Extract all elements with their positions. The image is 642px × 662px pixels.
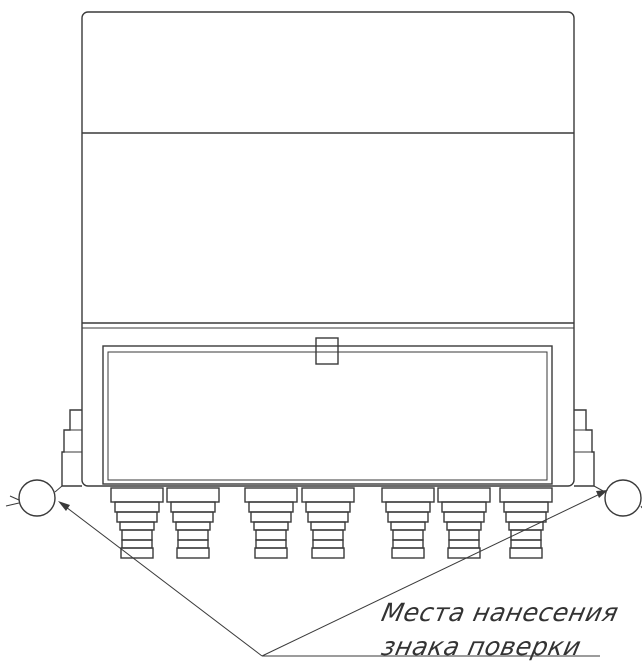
gland-seal-2: [448, 539, 480, 549]
gland-body: [253, 521, 289, 531]
gland-ring: [170, 501, 216, 513]
seal-circle-left: [18, 479, 56, 517]
arrowhead-left: [58, 501, 70, 511]
gland-collar: [172, 511, 214, 523]
seal-left: [5, 479, 63, 517]
gland-collar: [250, 511, 292, 523]
gland-seal-2: [510, 539, 542, 549]
terminal-gland: [301, 487, 355, 559]
cover-latch: [315, 337, 339, 365]
housing: [81, 11, 575, 487]
gland-body: [310, 521, 346, 531]
gland-nut: [381, 487, 435, 503]
gland-body: [446, 521, 482, 531]
terminal-gland: [110, 487, 164, 559]
leader-lines: [58, 490, 608, 657]
leader-right: [261, 491, 605, 657]
left-mount: [61, 409, 82, 487]
terminal-cover: [102, 337, 553, 485]
seal-wire-left-b: [5, 495, 20, 507]
gland-tip: [391, 547, 425, 559]
terminal-gland: [166, 487, 220, 559]
gland-nut: [301, 487, 355, 503]
gland-seal-2: [121, 539, 153, 549]
gland-nut: [110, 487, 164, 503]
gland-seal: [448, 529, 480, 541]
gland-seal: [312, 529, 344, 541]
terminal-gland: [437, 487, 491, 559]
gland-body: [119, 521, 155, 531]
gland-body: [390, 521, 426, 531]
gland-tip: [120, 547, 154, 559]
right-mount-outline: [574, 409, 595, 487]
gland-ring: [385, 501, 431, 513]
seal-right: [593, 479, 642, 517]
gland-nut: [244, 487, 298, 503]
seal-circle-right: [604, 479, 642, 517]
terminal-cover-outer: [102, 345, 553, 485]
gland-ring: [503, 501, 549, 513]
gland-tip: [509, 547, 543, 559]
terminal-cover-inner: [107, 351, 548, 481]
left-mount-outline: [61, 409, 82, 487]
gland-tip: [311, 547, 345, 559]
gland-seal-2: [177, 539, 209, 549]
leader-left: [61, 503, 263, 657]
gland-tip: [254, 547, 288, 559]
gland-seal: [392, 529, 424, 541]
caption-line-1: Места нанесения: [378, 598, 622, 627]
gland-seal-2: [392, 539, 424, 549]
gland-collar: [307, 511, 349, 523]
gland-nut: [499, 487, 553, 503]
housing-outline: [81, 11, 575, 487]
gland-seal-2: [312, 539, 344, 549]
gland-seal: [121, 529, 153, 541]
arrowhead-right: [596, 490, 608, 498]
gland-nut: [166, 487, 220, 503]
gland-tip: [447, 547, 481, 559]
gland-ring: [441, 501, 487, 513]
gland-collar: [387, 511, 429, 523]
gland-ring: [248, 501, 294, 513]
gland-seal: [510, 529, 542, 541]
terminal-gland: [381, 487, 435, 559]
gland-seal: [177, 529, 209, 541]
gland-seal: [255, 529, 287, 541]
gland-nut: [437, 487, 491, 503]
caption-line-2: знака поверки: [378, 632, 584, 661]
seal-wire-left-a: [54, 485, 63, 493]
gland-ring: [114, 501, 160, 513]
right-mount: [574, 409, 595, 487]
terminal-gland: [499, 487, 553, 559]
gland-body: [175, 521, 211, 531]
gland-collar: [116, 511, 158, 523]
gland-ring: [305, 501, 351, 513]
terminal-gland: [244, 487, 298, 559]
gland-collar: [505, 511, 547, 523]
terminal-row: [110, 487, 553, 559]
gland-tip: [176, 547, 210, 559]
gland-seal-2: [255, 539, 287, 549]
gland-collar: [443, 511, 485, 523]
